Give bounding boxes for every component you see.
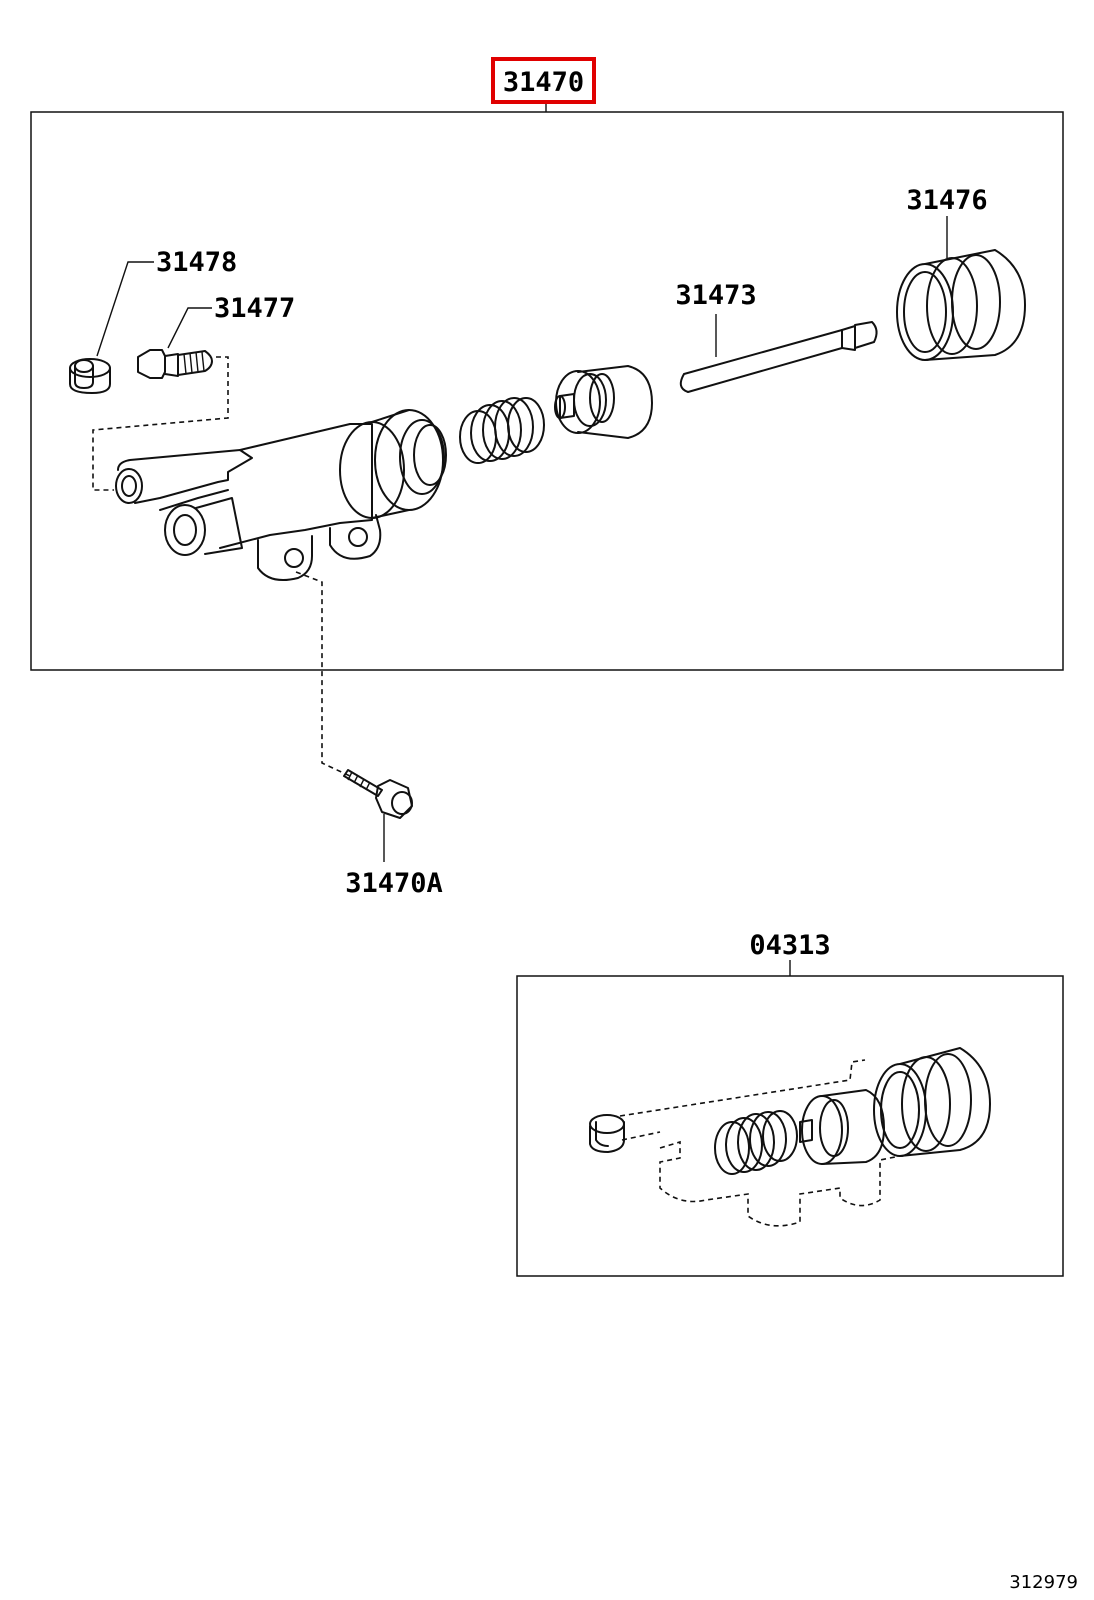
part-31476-boot[interactable]: 31476 <box>896 185 1026 361</box>
kit-31470-group: 31470 <box>30 57 1064 671</box>
kit-31470-frame <box>30 111 1064 671</box>
figure-number: 312979 <box>1009 1572 1078 1593</box>
label-04313[interactable]: 04313 <box>749 930 830 961</box>
label-31476[interactable]: 31476 <box>906 185 987 216</box>
label-31477[interactable]: 31477 <box>214 293 295 324</box>
kit-31470-highlight-box[interactable] <box>491 57 596 104</box>
label-31478[interactable]: 31478 <box>156 247 237 278</box>
part-spring <box>459 397 545 464</box>
label-31473[interactable]: 31473 <box>675 280 756 311</box>
part-piston <box>554 365 653 439</box>
label-31470a[interactable]: 31470A <box>345 868 443 899</box>
part-31478-bleeder-cap[interactable]: 31478 <box>69 247 237 394</box>
part-31473-push-rod[interactable]: 31473 <box>675 280 878 393</box>
kit-04313-frame <box>516 975 1064 1277</box>
part-31477-bleeder-plug[interactable]: 31477 <box>92 293 295 491</box>
part-cylinder-body <box>115 409 447 777</box>
part-31470a-bolt[interactable]: 31470A <box>343 769 443 899</box>
kit-31470-label[interactable]: 31470 <box>503 67 584 98</box>
kit-04313-group[interactable]: 04313 <box>516 930 1064 1277</box>
